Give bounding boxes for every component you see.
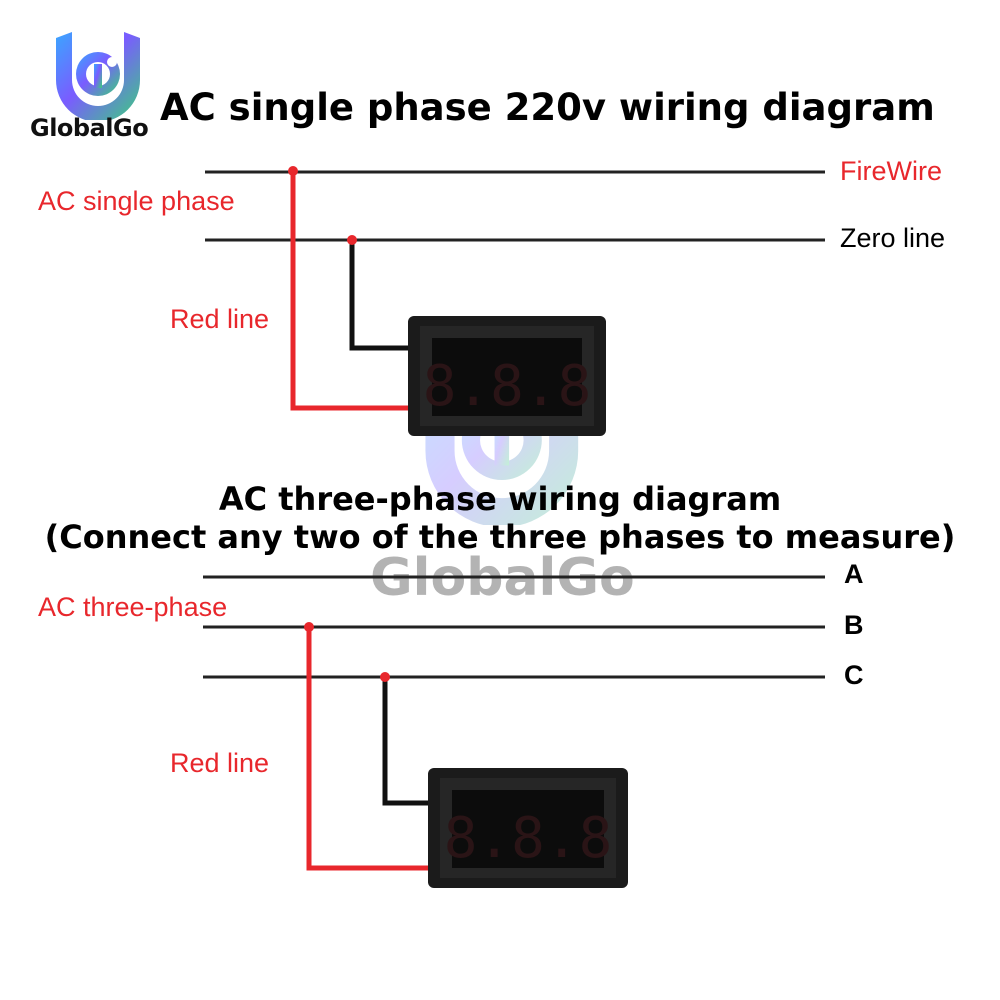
phase-b-label: B <box>844 610 864 640</box>
three-phase-black-wire <box>382 677 432 806</box>
single-phase-red-line-label: Red line <box>170 304 270 334</box>
svg-text:8.8.8: 8.8.8 <box>444 806 613 871</box>
zero-line-label: Zero line <box>840 223 946 253</box>
three-phase-red-line-label: Red line <box>170 748 270 778</box>
firewire-label: FireWire <box>840 156 942 186</box>
three-phase-title-line1: AC three-phase wiring diagram <box>218 480 782 518</box>
single-phase-title: AC single phase 220v wiring diagram <box>160 86 935 129</box>
zero-line-junction <box>347 235 357 245</box>
phase-c-label: C <box>844 660 864 690</box>
brand-name: GlobalGo <box>30 114 149 142</box>
voltmeter-icon: 8.8.8 <box>428 768 628 888</box>
single-phase-group-label: AC single phase <box>38 186 235 216</box>
single-phase-red-wire <box>290 170 413 411</box>
firewire-junction <box>288 166 298 176</box>
phase-c-junction <box>380 672 390 682</box>
globalgo-logo-icon <box>56 32 140 120</box>
svg-text:8.8.8: 8.8.8 <box>423 354 592 419</box>
three-phase-red-wire <box>306 627 432 871</box>
brand-logo: GlobalGo <box>30 28 160 148</box>
three-phase-title-line2: (Connect any two of the three phases to … <box>44 518 956 556</box>
phase-a-label: A <box>844 559 864 589</box>
single-phase-black-wire <box>349 240 413 351</box>
phase-b-junction <box>304 622 314 632</box>
three-phase-group-label: AC three-phase <box>38 592 228 622</box>
voltmeter-icon: 8.8.8 <box>408 316 606 436</box>
